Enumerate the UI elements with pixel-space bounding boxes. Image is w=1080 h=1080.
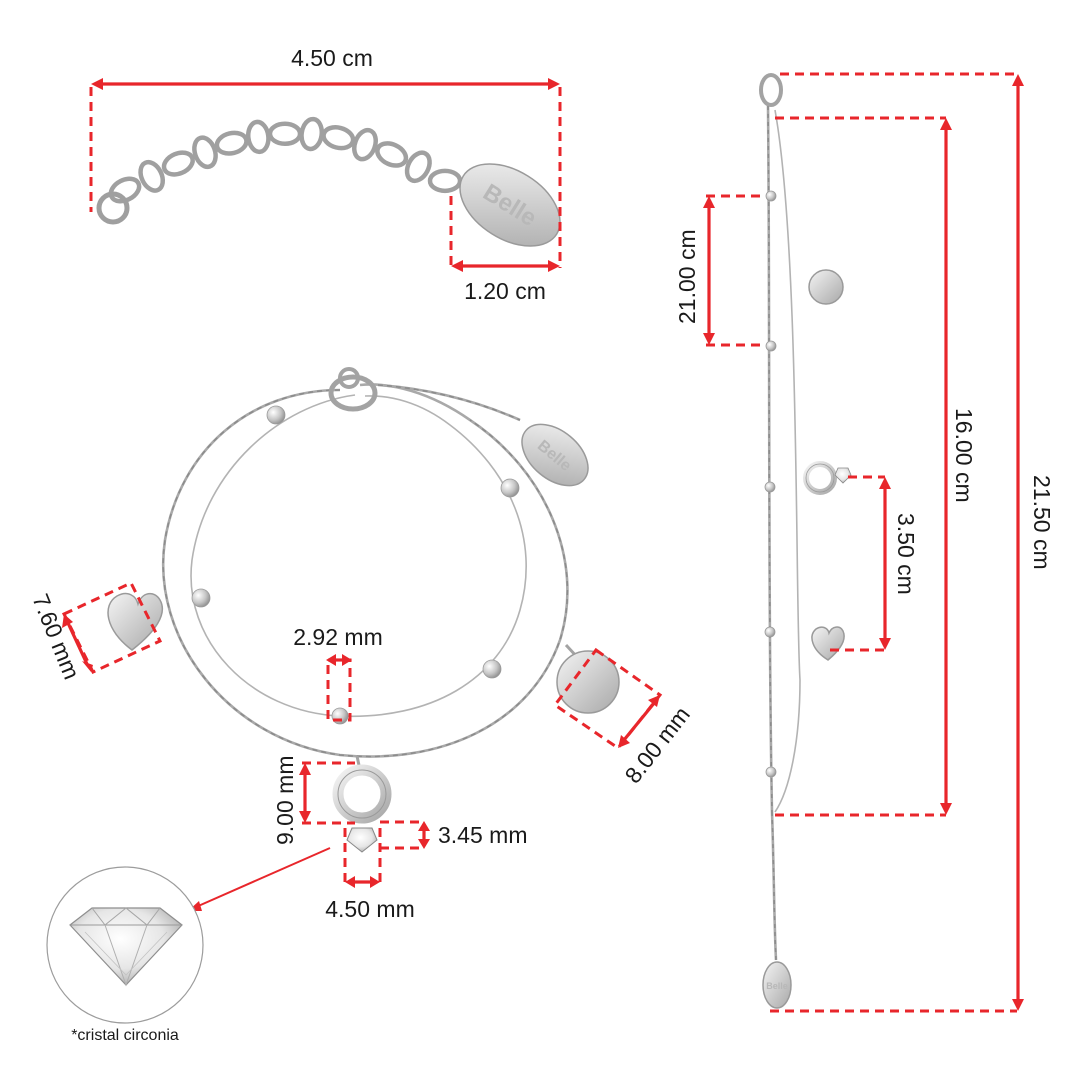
bead-size-label: 2.92 mm [293,624,382,650]
heart-size-label: 7.60 mm [27,590,85,683]
extender-link [245,119,271,155]
outer-chain [162,383,569,758]
disc-size-label: 8.00 mm [619,702,695,789]
inner-length-measure: 16.00 cm [775,116,977,817]
crystal-width-measure: 4.50 mm [325,828,415,922]
bracelet-beads [191,405,520,725]
crystal-note: *cristal circonia [71,1027,179,1044]
disc-charm [556,643,620,714]
crystal-setting [346,827,378,853]
hanging-heart-charm [811,626,845,661]
extender-link [352,127,378,162]
ring-charm [332,755,392,853]
pendant-spacing-label: 3.50 cm [893,513,919,595]
lobster-clasp [328,367,378,412]
bracelet-brand-tag: Belle [521,423,589,487]
ring-height-measure: 9.00 mm [272,756,355,845]
extender-brand-tag: Belle [459,163,561,247]
total-length-measure: 21.50 cm [770,72,1055,1013]
charm-spacing-measure: 21.00 cm [674,194,765,347]
hanging-ring-charm [803,461,852,495]
hanging-brand-tag: Belle [762,961,792,1009]
tag-width-measure: 1.20 cm [449,196,560,304]
crystal-callout: *cristal circonia [46,847,331,1044]
extender-link [321,125,356,151]
total-length-label: 21.50 cm [1029,475,1055,570]
inner-length-label: 16.00 cm [951,408,977,503]
extender-length-label: 4.50 cm [291,45,373,71]
crystal-height-label: 3.45 mm [438,822,527,848]
inner-chain [190,394,527,718]
extender-chain-links [108,116,463,204]
extender-end-ring [96,191,130,225]
hanging-clasp [759,73,783,107]
crystal-height-measure: 3.45 mm [380,820,527,850]
extender-link [404,150,432,184]
hanging-beads [764,190,777,778]
extender-link [214,130,249,156]
bead-size-measure: 2.92 mm [293,624,383,722]
hanging-tag-logo: Belle [766,981,788,991]
bracelet-front-illustration: Belle [107,367,620,853]
pendant-spacing-measure: 3.50 cm [830,475,919,652]
extender-link [375,141,409,168]
crystal-gem-icon [69,907,183,987]
extender-length-measure: 4.50 cm [89,45,562,268]
bracelet-hanging-illustration: Belle [759,73,852,1009]
heart-charm [107,592,164,651]
charm-spacing-label: 21.00 cm [674,229,700,324]
tag-width-label: 1.20 cm [464,278,546,304]
hanging-disc-charm [808,269,844,305]
extender-link [161,150,195,177]
extender-link [427,168,463,194]
extender-link [138,159,166,193]
extender-link [108,176,142,204]
extender-link [299,116,325,152]
extender-link [192,135,218,170]
extender-chain-illustration: Belle [96,116,561,247]
ring-height-label: 9.00 mm [272,756,298,845]
crystal-width-label: 4.50 mm [325,896,414,922]
hanging-right-chain [774,109,801,813]
extender-link [267,121,303,147]
